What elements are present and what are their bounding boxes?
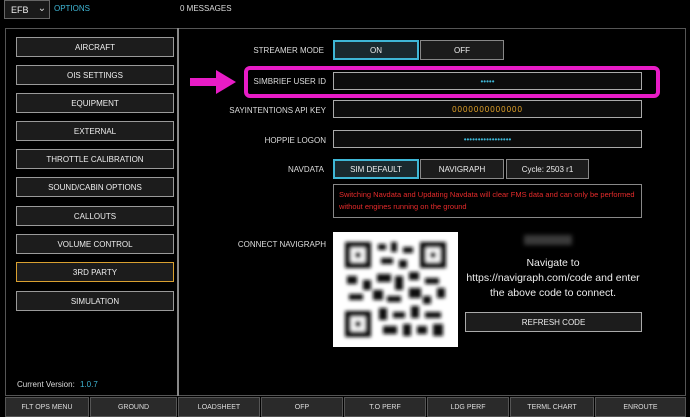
- bottom-enroute[interactable]: ENROUTE: [595, 397, 686, 417]
- menu-ois-settings[interactable]: OIS SETTINGS: [16, 65, 174, 85]
- panel-divider: [177, 28, 179, 396]
- hoppie-label: HOPPIE LOGON: [264, 136, 326, 145]
- sayintentions-api-key-input[interactable]: 0000000000000: [333, 100, 642, 118]
- connect-navigraph-label: CONNECT NAVIGRAPH: [237, 240, 326, 249]
- efb-select[interactable]: EFB: [4, 0, 50, 19]
- menu-sound-cabin-options[interactable]: SOUND/CABIN OPTIONS: [16, 177, 174, 197]
- main-panel: [5, 28, 686, 396]
- bottom-ofp[interactable]: OFP: [261, 397, 343, 417]
- arrow-right-icon: [190, 70, 236, 94]
- hoppie-logon-input[interactable]: •••••••••••••••••: [333, 130, 642, 148]
- efb-select-value: EFB: [11, 4, 29, 15]
- simbrief-id-input[interactable]: •••••: [333, 72, 642, 90]
- bottom-flt-ops-menu[interactable]: FLT OPS MENU: [5, 397, 89, 417]
- menu-equipment[interactable]: EQUIPMENT: [16, 93, 174, 113]
- menu-callouts[interactable]: CALLOUTS: [16, 206, 174, 226]
- sayintentions-label: SAYINTENTIONS API KEY: [229, 106, 326, 115]
- navdata-warning: Switching Navdata and Updating Navdata w…: [333, 184, 642, 218]
- bottom-loadsheet[interactable]: LOADSHEET: [178, 397, 260, 417]
- menu-volume-control[interactable]: VOLUME CONTROL: [16, 234, 174, 254]
- bottom-ldg-perf[interactable]: LDG PERF: [427, 397, 509, 417]
- chevron-down-icon[interactable]: ⌄: [37, 3, 47, 14]
- navigraph-qr-code: [333, 232, 458, 347]
- bottom-terml-chart[interactable]: TERML CHART: [510, 397, 594, 417]
- version-label: Current Version:: [17, 380, 75, 389]
- menu-simulation[interactable]: SIMULATION: [16, 291, 174, 311]
- bottom-to-perf[interactable]: T.O PERF: [344, 397, 426, 417]
- streamer-off-button[interactable]: OFF: [420, 40, 504, 60]
- top-bar: [0, 0, 690, 20]
- streamer-on-button[interactable]: ON: [333, 40, 419, 60]
- tab-options[interactable]: OPTIONS: [54, 4, 91, 13]
- navigraph-instructions: Navigate to https://navigraph.com/code a…: [466, 257, 640, 299]
- navigraph-button[interactable]: NAVIGRAPH: [420, 159, 504, 179]
- menu-3rd-party[interactable]: 3RD PARTY: [16, 262, 174, 282]
- menu-external[interactable]: EXTERNAL: [16, 121, 174, 141]
- pairing-code-blurred: [524, 235, 572, 245]
- streamer-mode-label: STREAMER MODE: [253, 46, 324, 55]
- version-value: 1.0.7: [80, 380, 98, 389]
- navdata-cycle: Cycle: 2503 r1: [506, 159, 589, 179]
- bottom-ground[interactable]: GROUND: [90, 397, 177, 417]
- simbrief-label: SIMBRIEF USER ID: [253, 77, 326, 86]
- menu-aircraft[interactable]: AIRCRAFT: [16, 37, 174, 57]
- menu-throttle-calibration[interactable]: THROTTLE CALIBRATION: [16, 149, 174, 169]
- messages-count[interactable]: 0 MESSAGES: [180, 4, 232, 13]
- refresh-code-button[interactable]: REFRESH CODE: [465, 312, 642, 332]
- simbrief-highlight: [244, 66, 660, 98]
- navdata-label: NAVDATA: [287, 165, 324, 174]
- sim-default-button[interactable]: SIM DEFAULT: [333, 159, 419, 179]
